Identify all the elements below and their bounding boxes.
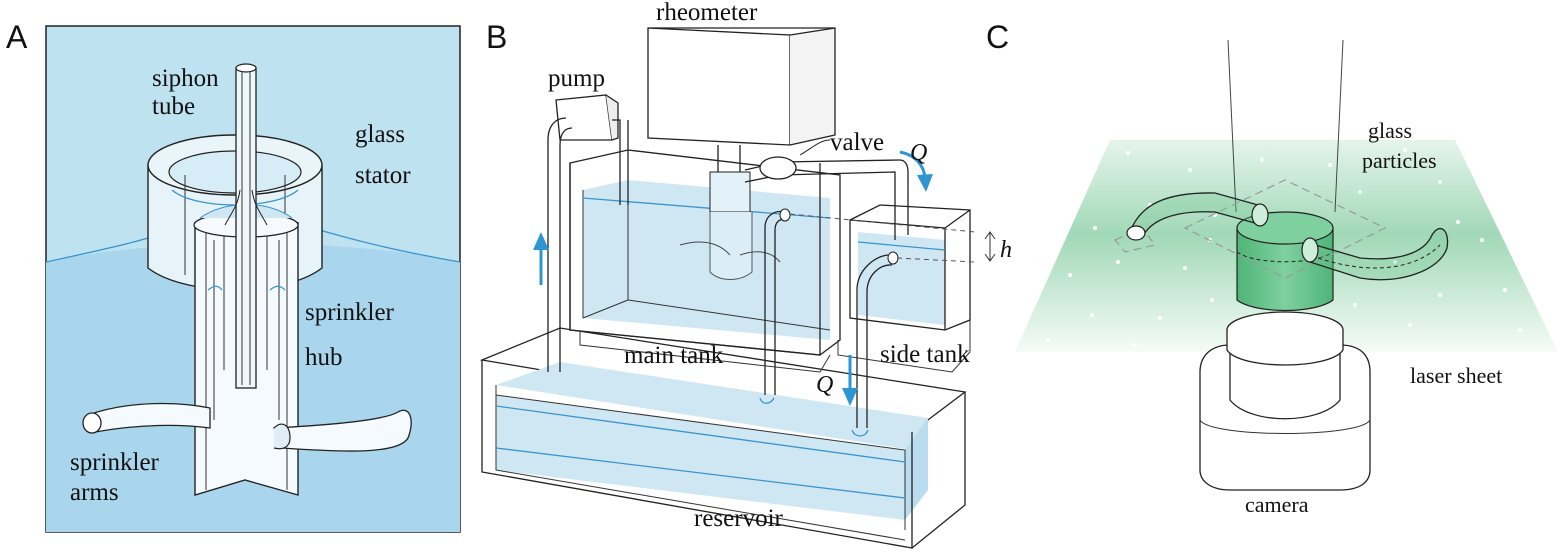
height-indicator <box>789 213 996 263</box>
label-side-tank: side tank <box>880 341 970 368</box>
siphon-pipes <box>759 208 899 437</box>
label-reservoir: reservoir <box>694 505 784 532</box>
label-laser-sheet: laser sheet <box>1410 363 1502 388</box>
main-tank <box>569 149 841 373</box>
sprinkler-arms <box>82 402 412 452</box>
side-tank <box>837 204 971 373</box>
label-sprinkler-arms-1: sprinkler <box>70 449 160 476</box>
glass-particles <box>1046 148 1522 347</box>
label-flow-rate-top: Q <box>910 140 927 166</box>
siphon-tube <box>224 63 268 389</box>
pump <box>547 94 629 372</box>
label-glass-particles-1: glass <box>1368 118 1412 143</box>
rheometer <box>647 27 836 280</box>
label-pump: pump <box>548 65 605 92</box>
label-flow-rate-bottom: Q <box>816 372 833 398</box>
label-glass-stator-1: glass <box>355 121 405 148</box>
label-siphon-tube-2: tube <box>152 93 195 120</box>
label-sprinkler-hub-2: hub <box>305 344 343 371</box>
panel-c: C <box>986 19 1558 517</box>
panel-letter-a: A <box>6 19 28 55</box>
label-siphon-tube-1: siphon <box>152 65 219 92</box>
flow-arrows <box>533 150 933 406</box>
label-camera: camera <box>1245 492 1309 517</box>
label-valve: valve <box>830 129 884 156</box>
panel-b: B <box>479 0 1012 549</box>
label-sprinkler-arms-2: arms <box>70 479 119 506</box>
label-main-tank: main tank <box>624 342 724 369</box>
sprinkler-hub-c <box>1114 179 1449 312</box>
label-rheometer: rheometer <box>656 0 758 26</box>
label-height: h <box>1000 237 1012 263</box>
panel-a: A <box>6 19 461 533</box>
label-glass-particles-2: particles <box>1362 148 1437 173</box>
siphon-tube-vertical <box>1227 39 1344 213</box>
camera <box>1199 311 1371 491</box>
label-sprinkler-hub-1: sprinkler <box>305 299 395 326</box>
panel-letter-b: B <box>486 19 507 55</box>
valve <box>744 139 909 240</box>
label-glass-stator-2: stator <box>355 162 411 189</box>
panel-letter-c: C <box>986 19 1009 55</box>
reservoir <box>479 327 967 549</box>
